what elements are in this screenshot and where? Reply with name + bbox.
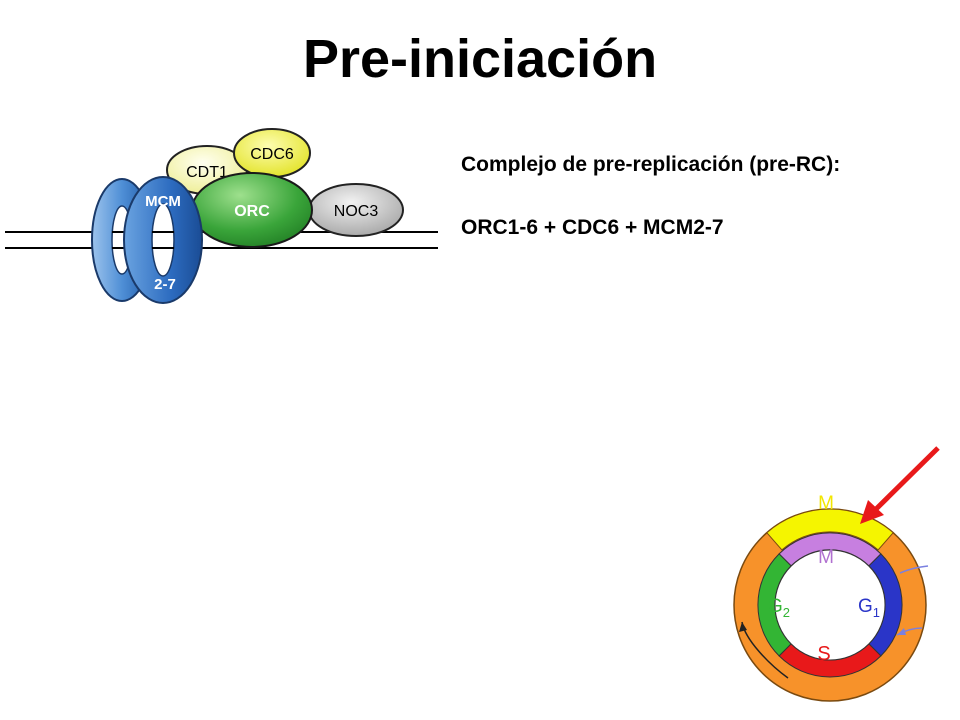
outer-m-label: M [818,493,834,514]
pre-rc-formula: ORC1-6 + CDC6 + MCM2-7 [461,216,724,239]
flow-arrow-head [739,622,747,632]
flow-arrow-head [897,628,906,635]
cell-cycle-diagram: M M S G2 G1 [733,446,940,702]
pre-rc-diagram: CDT1 CDC6 NOC3 ORC MCM 2-7 [5,128,438,304]
pre-rc-heading: Complejo de pre-replicación (pre-RC): [461,153,841,176]
cdc6-label: CDC6 [250,146,294,163]
orc-label: ORC [234,203,270,220]
mcm-ring-front-hole [151,203,175,277]
phase-s-label: S [817,643,830,665]
cdt1-label: CDT1 [186,164,228,181]
noc3-label: NOC3 [334,203,379,220]
mcm-label-bottom: 2-7 [154,276,176,293]
phase-g2-label: G2 [768,596,790,620]
red-pointer-arrow-head [860,500,884,524]
slide-title: Pre-iniciación [302,29,658,89]
phase-m-label: M [818,547,834,568]
red-pointer-arrow [864,446,940,521]
phase-g1-label: G1 [858,596,880,620]
inner-circle [774,549,886,661]
flow-arrow-top-right [899,565,929,574]
mcm-label-top: MCM [145,193,181,210]
